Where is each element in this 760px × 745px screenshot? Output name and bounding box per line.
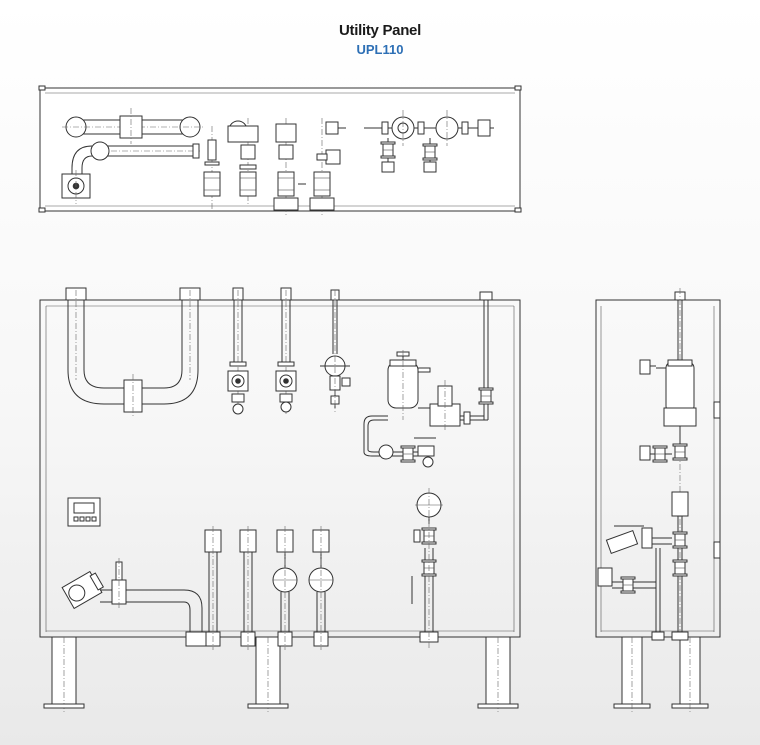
top-filter-4 xyxy=(309,118,346,216)
side-view-frame xyxy=(595,299,721,638)
front-lower-pump xyxy=(61,558,207,647)
front-lower-right-column xyxy=(411,488,443,650)
front-control-box xyxy=(67,497,101,527)
top-view xyxy=(38,85,522,216)
top-header-pipe xyxy=(62,108,204,144)
side-lower-assembly xyxy=(597,491,689,641)
front-pump-column-2 xyxy=(275,287,297,414)
front-lower-gauge-1 xyxy=(272,526,298,650)
front-view xyxy=(39,287,521,712)
page-subtitle: UPL110 xyxy=(356,42,404,57)
top-filter-1 xyxy=(203,126,221,210)
page-title: Utility Panel xyxy=(339,22,421,39)
side-riser xyxy=(639,288,697,640)
top-pump-head xyxy=(61,170,91,204)
front-pump-column-1 xyxy=(227,287,249,415)
front-legs xyxy=(43,636,519,712)
top-branch-pipe xyxy=(71,141,200,176)
front-lower-gauge-2 xyxy=(308,526,334,650)
front-lower-filter-2 xyxy=(239,526,257,650)
top-right-cluster xyxy=(364,110,494,173)
top-filter-2 xyxy=(227,118,259,206)
side-view xyxy=(595,288,721,712)
front-lower-filter-1 xyxy=(204,526,222,650)
front-sight-glass-column xyxy=(320,289,351,412)
top-filter-3 xyxy=(273,118,306,216)
front-u-loop xyxy=(65,287,201,418)
front-vessel-assembly xyxy=(363,291,494,468)
